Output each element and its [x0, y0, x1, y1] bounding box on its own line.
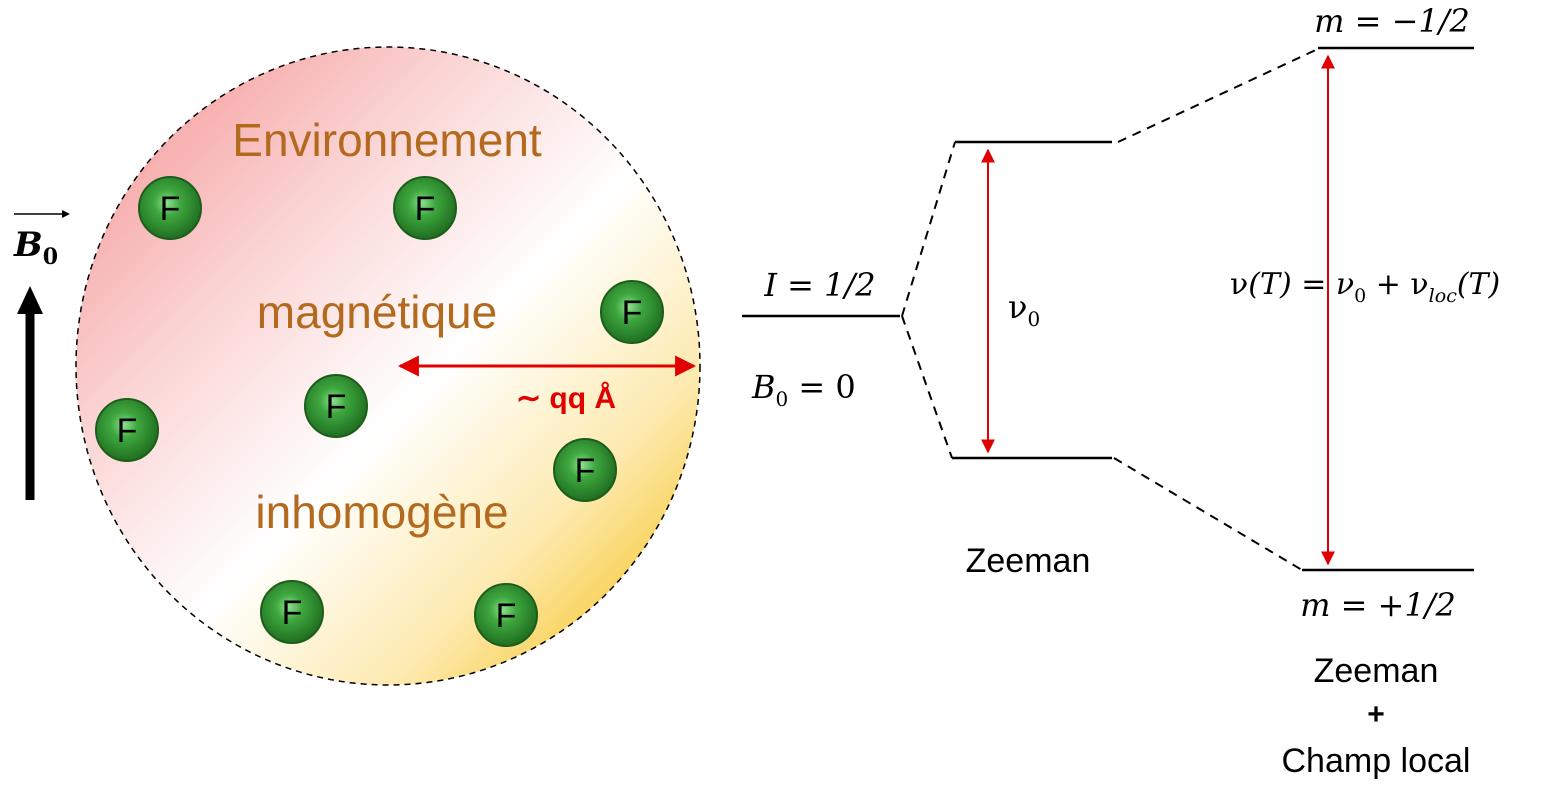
atom-sphere	[95, 398, 159, 462]
split-dash-up	[901, 141, 956, 317]
atom-label: F	[496, 597, 517, 635]
atom-group: F F F F F F F F	[95, 176, 664, 647]
split-dash-down	[901, 315, 953, 459]
nu0-label: ν0	[1008, 288, 1040, 331]
field-vector-bar-head	[62, 210, 70, 218]
zeeman-label: Zeeman	[966, 542, 1091, 580]
m-upper-label: m = −1/2	[1314, 2, 1470, 40]
frequency-formula: ν(T) = ν0 + νloc(T)	[1230, 267, 1500, 307]
distance-label: ∼ qq Å	[516, 382, 616, 415]
spin-label: I = 1/2	[763, 266, 875, 304]
local-dash-up	[1117, 47, 1321, 143]
atom-sphere	[474, 583, 538, 647]
field-arrow-group: B0	[13, 210, 70, 500]
region-label-line3: inhomogène	[255, 486, 508, 538]
atom-sphere	[600, 280, 664, 344]
atom-label: F	[575, 452, 596, 490]
local-dash-down	[1113, 457, 1303, 571]
atom-sphere	[304, 374, 368, 438]
atom-sphere	[138, 176, 202, 240]
environment-region	[75, 46, 701, 686]
combined-label-line1: Zeeman	[1314, 652, 1439, 690]
fluorine-atom: F	[600, 280, 664, 344]
atom-sphere	[553, 438, 617, 502]
field-symbol: B0	[13, 225, 58, 270]
atom-label: F	[415, 190, 436, 228]
m-lower-label: m = +1/2	[1300, 586, 1456, 624]
atom-sphere	[393, 176, 457, 240]
fluorine-atom: F	[553, 438, 617, 502]
combined-label-line3: Champ local	[1282, 742, 1471, 780]
fluorine-atom: F	[138, 176, 202, 240]
region-label-line1: Environnement	[232, 114, 542, 166]
fluorine-atom: F	[474, 583, 538, 647]
combined-label-line2: +	[1367, 698, 1385, 731]
atom-label: F	[326, 388, 347, 426]
energy-levels: I = 1/2 B0 = 0 ν0 Zeeman m = −1/2 m = +1…	[742, 2, 1500, 780]
atom-label: F	[622, 294, 643, 332]
atom-label: F	[160, 190, 181, 228]
fluorine-atom: F	[260, 580, 324, 644]
field-zero-label: B0 = 0	[751, 368, 856, 411]
fluorine-atom: F	[393, 176, 457, 240]
atom-label: F	[117, 412, 138, 450]
atom-sphere	[260, 580, 324, 644]
fluorine-atom: F	[304, 374, 368, 438]
field-arrow-head	[17, 286, 43, 314]
region-label-line2: magnétique	[257, 286, 497, 338]
atom-label: F	[282, 594, 303, 632]
fluorine-atom: F	[95, 398, 159, 462]
